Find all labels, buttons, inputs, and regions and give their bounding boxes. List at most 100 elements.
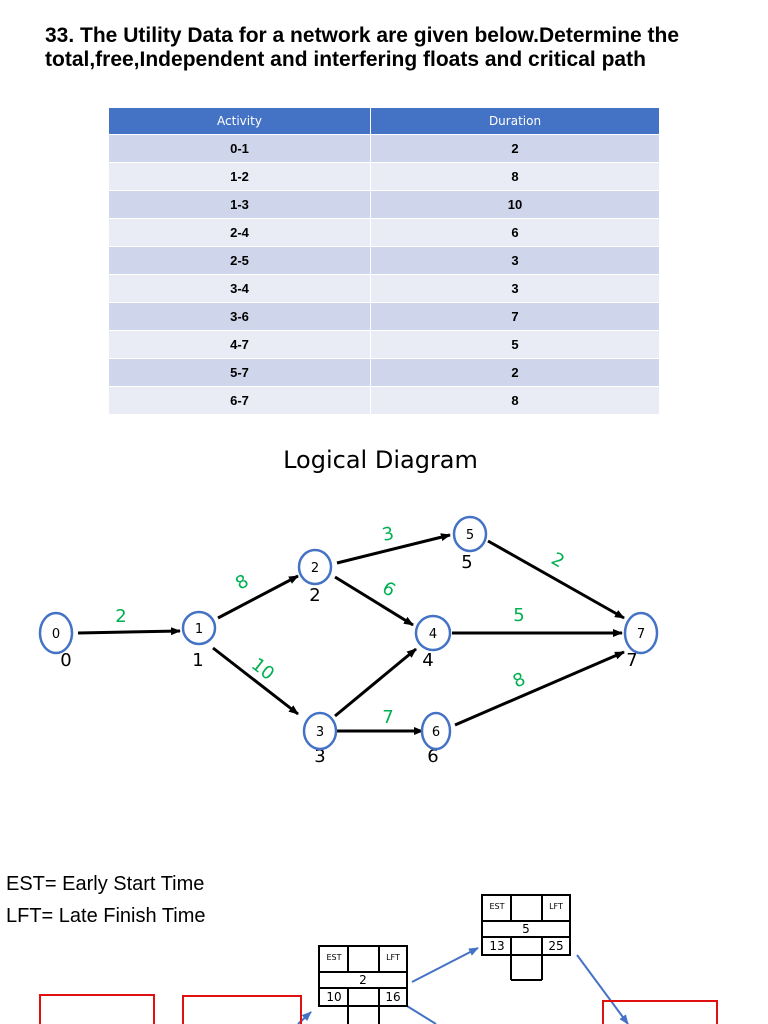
legend-lft: LFT= Late Finish Time [6, 905, 206, 927]
node-time-box-5: EST LFT 5 13 25 [481, 894, 571, 981]
duration-cell: 5 [370, 330, 660, 359]
node-below-label-6: 6 [427, 746, 438, 767]
node-circle-1 [181, 610, 217, 646]
connector-arrow-box2-out [406, 1005, 437, 1024]
header-duration: Duration [370, 108, 660, 135]
activity-cell: 0-1 [109, 134, 371, 163]
edge-2-5 [336, 533, 451, 565]
node-circle-7 [623, 611, 659, 655]
node-circle-6 [420, 711, 452, 751]
activity-cell: 4-7 [109, 330, 371, 359]
connector-arrow-box5-to-right [576, 954, 629, 1024]
edge-label-6-7: 8 [510, 669, 529, 693]
question-text: 33. The Utility Data for a network are g… [45, 24, 680, 71]
time-box-est-label: EST [326, 953, 342, 962]
node-label-5: 5 [466, 528, 474, 543]
node-label-6: 6 [432, 725, 440, 740]
node-circle-5 [452, 515, 488, 553]
node-time-box-2: EST LFT 2 10 16 [318, 945, 408, 1024]
edge-label-2-5: 3 [380, 523, 396, 546]
time-box-lft-label: LFT [386, 953, 400, 962]
connector-arrow-box2-to-box5 [411, 947, 479, 983]
edge-5-7 [487, 539, 625, 620]
node-circle-0 [38, 611, 74, 655]
activity-cell: 2-5 [109, 246, 371, 275]
duration-cell: 2 [370, 134, 660, 163]
red-box-node-0 [39, 994, 155, 1024]
node-label-3: 3 [316, 725, 324, 740]
edge-label-1-2: 8 [232, 570, 252, 594]
time-box-est-value: 13 [489, 939, 505, 953]
duration-cell: 3 [370, 246, 660, 275]
time-box-lft-label: LFT [549, 902, 563, 911]
node-label-2: 2 [311, 561, 319, 576]
edge-1-2 [217, 574, 299, 620]
edge-label-3-6: 7 [382, 707, 393, 728]
diagram-title: Logical Diagram [283, 446, 478, 474]
edge-2-4 [334, 575, 414, 627]
edge-label-2-4: 6 [379, 577, 399, 601]
time-box-lft-value: 16 [385, 990, 401, 1004]
duration-cell: 7 [370, 302, 660, 331]
edge-3-4 [334, 647, 417, 718]
node-label-1: 1 [195, 622, 203, 637]
node-below-label-7: 7 [626, 650, 637, 671]
time-box-est-label: EST [489, 902, 505, 911]
legend-est: EST= Early Start Time [6, 873, 205, 895]
red-box-node-1 [182, 995, 302, 1024]
duration-cell: 2 [370, 358, 660, 387]
edge-label-0-1: 2 [115, 606, 126, 627]
table-header-row: Activity Duration [109, 108, 660, 135]
node-circle-3 [302, 711, 338, 751]
duration-cell: 6 [370, 218, 660, 247]
node-circle-4 [414, 614, 452, 652]
time-box-est-value: 10 [326, 990, 342, 1004]
node-below-label-2: 2 [309, 585, 320, 606]
duration-cell: 10 [370, 190, 660, 219]
duration-cell: 8 [370, 386, 660, 414]
node-label-7: 7 [637, 627, 645, 642]
duration-cell: 3 [370, 274, 660, 303]
edge-label-4-7: 5 [513, 605, 524, 626]
time-box-node-number: 2 [359, 973, 367, 987]
node-below-label-1: 1 [192, 650, 203, 671]
activity-cell: 1-3 [109, 190, 371, 219]
edge-1-3 [212, 646, 299, 716]
time-box-grid [481, 894, 571, 981]
activity-cell: 6-7 [109, 386, 371, 414]
node-label-4: 4 [429, 627, 437, 642]
time-box-grid [318, 945, 408, 1024]
node-below-label-0: 0 [60, 650, 71, 671]
activity-cell: 2-4 [109, 218, 371, 247]
activity-cell: 3-6 [109, 302, 371, 331]
node-below-label-3: 3 [314, 746, 325, 767]
edge-6-7 [454, 650, 625, 727]
node-label-0: 0 [52, 627, 60, 642]
edge-label-5-7: 2 [548, 548, 568, 572]
edge-label-1-3: 10 [247, 654, 278, 685]
node-below-label-4: 4 [422, 650, 433, 671]
activity-cell: 1-2 [109, 162, 371, 191]
node-circle-2 [297, 548, 333, 586]
activity-cell: 5-7 [109, 358, 371, 387]
red-box-node-7 [602, 1000, 718, 1024]
duration-cell: 8 [370, 162, 660, 191]
time-box-lft-value: 25 [548, 939, 564, 953]
time-box-node-number: 5 [522, 922, 530, 936]
node-below-label-5: 5 [461, 552, 472, 573]
activity-cell: 3-4 [109, 274, 371, 303]
header-activity: Activity [109, 108, 371, 135]
edge-0-1 [77, 627, 181, 636]
